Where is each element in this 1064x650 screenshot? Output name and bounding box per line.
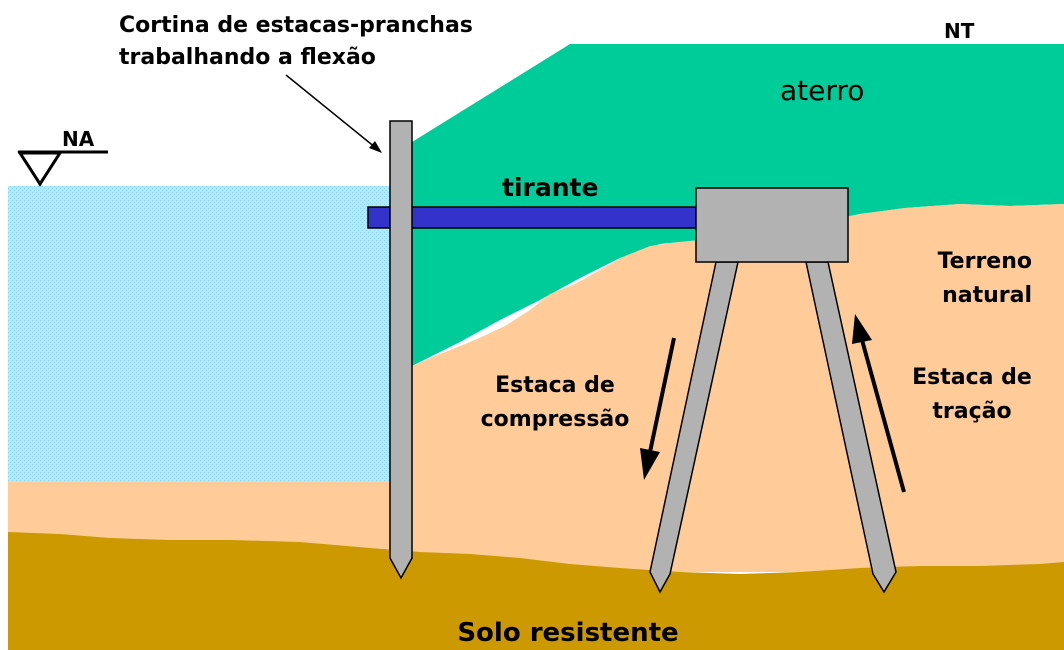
water-body	[8, 186, 392, 482]
solo-resistente-label: Solo resistente	[457, 618, 678, 648]
sheet-pile-label-line2: trabalhando a flexão	[119, 45, 376, 70]
sheet-pile-leader-arrowhead	[369, 141, 382, 153]
terreno-natural-label-line2: natural	[942, 283, 1032, 308]
nt-label: NT	[944, 19, 975, 43]
tension-pile-label-line2: tração	[932, 399, 1011, 424]
sheet-pile-label-line1: Cortina de estacas-pranchas	[119, 13, 473, 38]
sheet-pile-wall	[389, 120, 413, 580]
tie-rod	[367, 206, 699, 229]
resistant-soil-region	[8, 532, 1064, 650]
compression-arrow-shaft	[648, 337, 676, 453]
tension-pile-label-line1: Estaca de	[912, 365, 1032, 390]
natural-soil-region	[8, 204, 1064, 572]
compression-pile-label-line1: Estaca de	[495, 373, 615, 398]
aterro-label: aterro	[780, 74, 864, 107]
compression-pile-label-line2: compressão	[481, 407, 630, 432]
na-label: NA	[62, 127, 95, 151]
terreno-natural-label-line1: Terreno	[938, 249, 1032, 274]
anchor-block	[695, 187, 849, 263]
compression-arrowhead-icon	[640, 448, 660, 480]
na-triangle-icon	[17, 151, 63, 187]
sheet-pile-leader-line	[285, 74, 377, 149]
tension-arrowhead-icon	[852, 314, 872, 344]
tirante-label: tirante	[502, 173, 598, 202]
tension-arrow-shaft	[860, 339, 906, 493]
